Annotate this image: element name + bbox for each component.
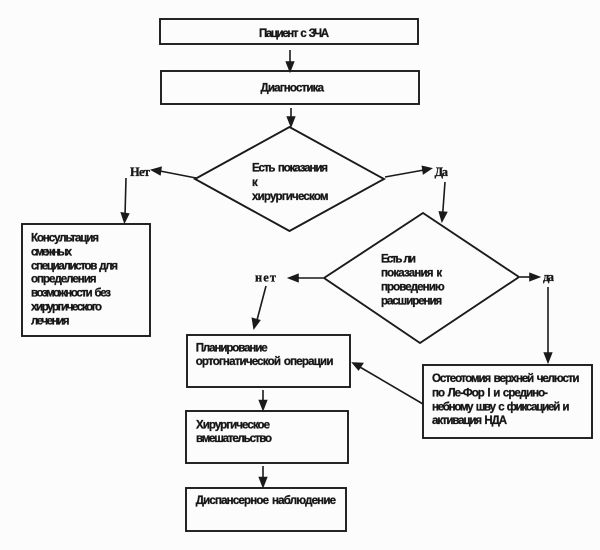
svg-text:Диспансерное наблюдение: Диспансерное наблюдение (196, 495, 336, 507)
svg-text:к: к (252, 177, 258, 189)
svg-text:Хирургическое: Хирургическое (196, 420, 270, 432)
svg-text:ортогнатической операции: ортогнатической операции (196, 356, 334, 368)
svg-text:нет: нет (255, 271, 276, 285)
svg-text:по Ле-Фор I и средино-: по Ле-Фор I и средино- (432, 387, 548, 399)
svg-text:Планирование: Планирование (196, 342, 268, 354)
svg-text:показания к: показания к (381, 268, 442, 280)
svg-text:Остеотомия верхней челюсти: Остеотомия верхней челюсти (432, 373, 580, 385)
svg-text:смежных: смежных (31, 246, 73, 258)
svg-text:да: да (543, 270, 555, 284)
svg-text:расширения: расширения (381, 296, 442, 308)
svg-text:проведению: проведению (381, 282, 445, 294)
svg-text:Да: Да (435, 165, 449, 179)
svg-text:хирургического: хирургического (31, 301, 102, 313)
svg-text:Есть показания: Есть показания (252, 163, 328, 175)
svg-text:хирургическом: хирургическом (252, 191, 329, 203)
svg-text:определения: определения (31, 273, 97, 285)
svg-text:активация НДА: активация НДА (432, 415, 507, 427)
svg-text:Нет: Нет (130, 165, 150, 179)
svg-text:Есть ли: Есть ли (381, 253, 416, 265)
svg-text:Пациент с ЗЧА: Пациент с ЗЧА (259, 28, 329, 40)
svg-text:вмешательство: вмешательство (196, 433, 272, 445)
svg-text:возможности без: возможности без (31, 287, 111, 299)
svg-text:небному шву с фиксацией и: небному шву с фиксацией и (432, 402, 570, 414)
svg-text:специалистов для: специалистов для (31, 260, 118, 272)
svg-text:лечения: лечения (31, 316, 70, 328)
svg-text:Консультация: Консультация (31, 233, 99, 245)
svg-text:Диагностика: Диагностика (261, 83, 325, 95)
